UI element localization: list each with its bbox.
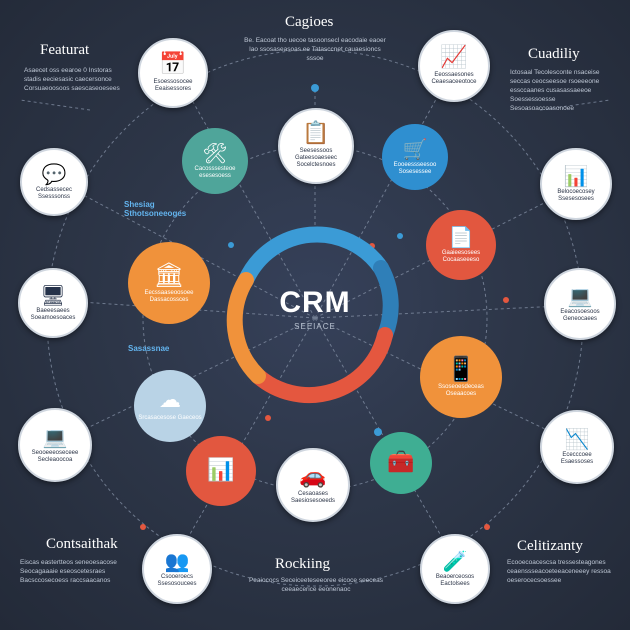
car-icon: 🚗: [299, 463, 327, 489]
node-label: Eooeessseesoo Sosesessee: [393, 161, 437, 175]
top-right-body: Ictosaal Tecolesconte nsaceise seccas ce…: [510, 69, 600, 112]
cloud-icon: ☁: [159, 388, 181, 413]
node-label: Ececccoee Esaessoses: [560, 451, 594, 465]
node-teal[interactable]: 🛠 Cacosssesteoe esesesoess: [182, 128, 248, 194]
top-left-body: Asaecet oss eearoe 0 Instoras stadis eec…: [24, 67, 120, 92]
node-top-right-card[interactable]: 📈 Eeossaesones Ceaesaceeotoce: [418, 30, 490, 102]
node-label: Cesaoases Saesiosesoeeds: [290, 490, 336, 504]
crm-title: CRM: [279, 286, 351, 319]
node-right-upper[interactable]: 📊 Belocoecosey Ssesesosees: [540, 148, 612, 220]
top-center-body: Be. Eacoat tho uecoe tasoonsecl eacodaie…: [244, 37, 386, 62]
node-label: Baeeesaees Soeamoesoaces: [30, 307, 76, 321]
bottom-left-body: Eiscas eastertteos seneoesacose Seocagaa…: [20, 559, 117, 584]
node-inner-bottom-white[interactable]: 🚗 Cesaoases Saesiosesoeeds: [276, 448, 350, 522]
node-red-top[interactable]: 📄 Gaaieesosees Cocaaseeeso: [426, 210, 496, 280]
node-label: Esoessosocee Eeaisessores: [153, 78, 193, 92]
node-lightblue[interactable]: ☁ Srcasacesose Gaeceos: [134, 370, 206, 442]
bottom-right-body: Ecooecoacescsa tressesteagones ceaenssse…: [507, 559, 611, 584]
node-label: Srcasacesose Gaeceos: [138, 415, 202, 421]
top-center-heading: Cagioes: [285, 14, 334, 30]
node-label: Beaoerceosos Eactolsees: [435, 573, 475, 587]
dashboard-icon: 📊: [563, 163, 589, 188]
bottom-center-body: Peaiococs Seceiceeteseeoree eicoce seece…: [248, 577, 384, 593]
node-left-middle[interactable]: 🖥 Baeeesaees Soeamoesoaces: [18, 268, 88, 338]
devices-icon: 📱: [446, 354, 476, 383]
chart-icon: 📉: [564, 426, 590, 451]
node-label: Cedsassecec Ssesssonss: [35, 186, 73, 200]
document-icon: 📄: [448, 224, 474, 249]
node-top-left-card[interactable]: 📅 Esoessosocee Eeaisessores: [138, 38, 208, 108]
node-left-upper[interactable]: 💬 Cedsassecec Ssesssonss: [20, 148, 88, 216]
screen-icon: 🖥: [40, 282, 66, 307]
node-label: Seooeeeoseceee Secleaoocoa: [31, 449, 79, 463]
sun-chart-icon: 📈: [440, 44, 468, 70]
crm-subtitle: SEEIACE: [294, 322, 336, 331]
node-label: Seesessoos Gateesoaeseec Socelctesnoes: [294, 148, 338, 168]
node-bottom-right-card[interactable]: 🧪 Beaoerceosos Eactolsees: [420, 534, 490, 604]
people-icon: 👥: [164, 548, 190, 573]
node-label: Eecssaaseoosoee Dassacossces: [144, 289, 194, 303]
node-label: Gaaieesosees Cocaaseeeso: [441, 249, 481, 263]
node-label: Ssoseoesdeceas Oseaacoes: [438, 383, 484, 397]
top-right-heading: Cuadiliy: [528, 46, 580, 62]
node-inner-top-white[interactable]: 📋 Seesessoos Gateesoaeseec Socelctesnoes: [278, 108, 354, 184]
monitor-icon: 💻: [42, 424, 68, 449]
node-red-bottom[interactable]: 📊: [186, 436, 256, 506]
node-bottom-left-card[interactable]: 👥 Csooeroecs Ssesosoucees: [142, 534, 212, 604]
node-left-lower[interactable]: 💻 Seooeeeoseceee Secleaoocoa: [18, 408, 92, 482]
calendar-icon: 📅: [159, 51, 187, 77]
node-orange-right[interactable]: 📱 Ssoseoesdeceas Oseaacoes: [420, 336, 502, 418]
building-icon: 🏛: [153, 260, 185, 289]
bottom-left-heading: Contsaithak: [46, 536, 118, 552]
clipboard-icon: 📋: [302, 121, 330, 146]
node-label: Csooeroecs Ssesosoucees: [157, 573, 197, 587]
side-label-middle: Sasassnae: [128, 344, 170, 353]
cart-icon: 🛒: [402, 136, 428, 161]
node-label: Eeacosoesoos Geneocaees: [560, 308, 600, 322]
top-left-heading: Featurat: [40, 42, 90, 58]
node-orange-left[interactable]: 🏛 Eecssaaseoosoee Dassacossces: [128, 242, 210, 324]
laptop-icon: 💻: [567, 283, 593, 308]
node-right-middle[interactable]: 💻 Eeacosoesoos Geneocaees: [544, 268, 616, 340]
node-label: Belocoecosey Ssesesosees: [557, 188, 595, 202]
lab-icon: 🧪: [442, 548, 468, 573]
side-label-upper: Shesiag Sthotsoneeoges: [124, 200, 187, 218]
bottom-right-heading: Celitizanty: [517, 538, 583, 554]
node-green[interactable]: 🧰: [370, 432, 432, 494]
node-blue[interactable]: 🛒 Eooeessseesoo Sosesessee: [382, 124, 448, 190]
bottom-center-heading: Rockiing: [275, 556, 330, 572]
node-label: Eeossaesones Ceaesaceeotoce: [431, 71, 477, 85]
chat-icon: 💬: [41, 161, 67, 186]
tools-icon: 🛠: [202, 140, 228, 165]
node-right-lower[interactable]: 📉 Ececccoee Esaessoses: [540, 410, 614, 484]
analytics-icon: 📊: [207, 458, 235, 483]
toolbox-icon: 🧰: [387, 450, 415, 475]
node-label: Cacosssesteoe esesesoess: [194, 165, 236, 179]
